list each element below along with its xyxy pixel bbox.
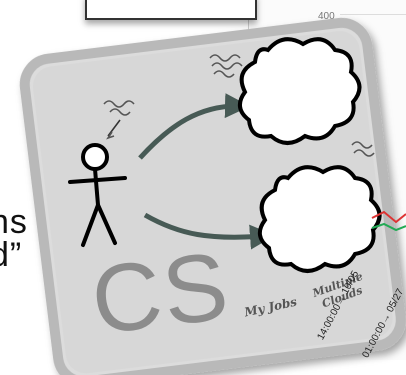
cs-letters: CS bbox=[87, 238, 235, 350]
